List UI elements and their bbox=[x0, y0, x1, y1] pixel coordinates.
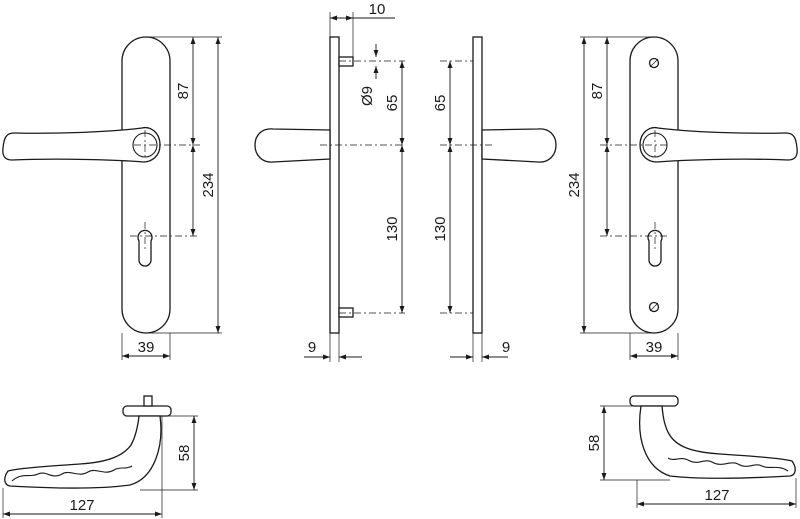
rose-base-right bbox=[629, 395, 679, 407]
grip-pattern-left bbox=[11, 465, 133, 482]
dim-234-right: 234 bbox=[566, 172, 583, 197]
screw-bottom-right bbox=[648, 301, 660, 313]
rose-base-left bbox=[122, 405, 172, 417]
grip-pattern-right bbox=[667, 457, 789, 472]
side-view-left: 10 Ø9 65 130 9 bbox=[254, 1, 405, 362]
side-plate-left bbox=[329, 36, 340, 334]
front-view-right: 87 234 39 bbox=[566, 36, 798, 360]
side-view-right: 65 130 9 bbox=[432, 36, 557, 362]
backplate-left bbox=[121, 36, 171, 334]
lever-profile-left bbox=[4, 415, 162, 489]
lever-profile-right bbox=[639, 405, 796, 479]
screw-top-right bbox=[648, 57, 660, 69]
top-view-left: 58 127 bbox=[2, 395, 198, 518]
dim-127-left: 127 bbox=[69, 497, 94, 514]
top-view-right: 58 127 bbox=[586, 395, 797, 508]
dim-65-right: 65 bbox=[432, 95, 449, 112]
dim-58-right: 58 bbox=[586, 435, 603, 452]
dim-234-left: 234 bbox=[200, 172, 217, 197]
dim-39-right: 39 bbox=[646, 339, 663, 356]
side-plate-right bbox=[472, 36, 483, 334]
side-handle-left bbox=[254, 128, 331, 163]
dim-127-right: 127 bbox=[704, 487, 729, 504]
fixing-pin-top-left bbox=[338, 56, 354, 67]
side-handle-right bbox=[481, 128, 557, 163]
dim-58-left: 58 bbox=[176, 445, 193, 462]
dim-9-right: 9 bbox=[502, 339, 510, 356]
dim-87-left: 87 bbox=[175, 83, 192, 100]
dim-o9: Ø9 bbox=[359, 86, 376, 106]
front-view-left: 87 234 39 bbox=[2, 36, 222, 360]
dim-9-left: 9 bbox=[308, 339, 316, 356]
dim-130-left: 130 bbox=[384, 216, 401, 241]
dim-39-left: 39 bbox=[138, 339, 155, 356]
dim-65-left: 65 bbox=[384, 95, 401, 112]
lever-handle-left bbox=[2, 126, 161, 163]
dim-130-right: 130 bbox=[432, 216, 449, 241]
fixing-pin-bottom-left bbox=[338, 307, 354, 318]
backplate-right bbox=[629, 36, 679, 334]
dim-87-right: 87 bbox=[589, 83, 606, 100]
dim-10: 10 bbox=[369, 1, 386, 18]
lever-handle-right bbox=[639, 126, 798, 163]
spindle-stub-left bbox=[143, 395, 153, 407]
